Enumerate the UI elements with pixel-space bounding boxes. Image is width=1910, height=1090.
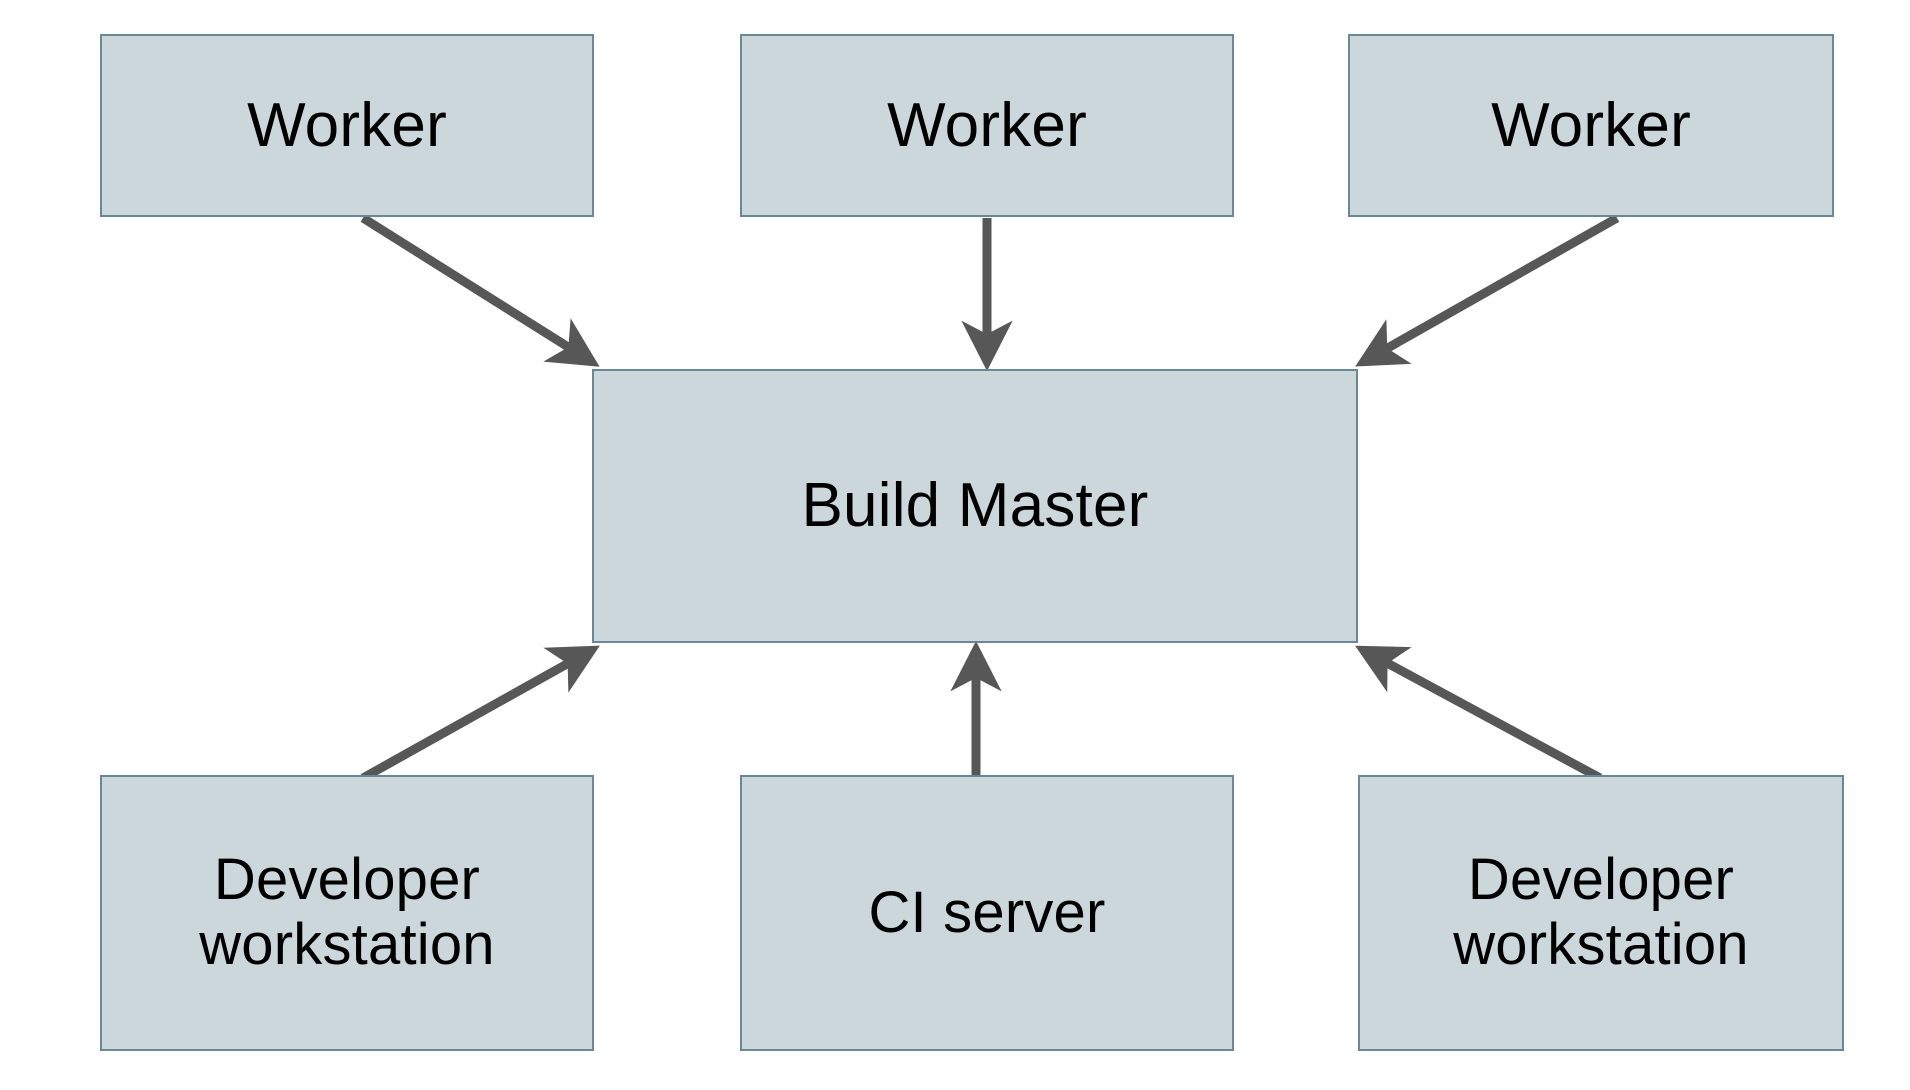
edge-worker-1-to-build-master — [360, 214, 600, 367]
node-developer-workstation-right-label: Developer workstation — [1453, 847, 1749, 977]
edge-dev-left-to-build-master — [360, 645, 600, 782]
node-ci-server[interactable]: CI server — [740, 775, 1234, 1051]
node-worker-1-label: Worker — [247, 90, 447, 160]
node-developer-workstation-left-label: Developer workstation — [199, 847, 495, 977]
node-worker-2[interactable]: Worker — [740, 34, 1234, 217]
node-worker-3-label: Worker — [1491, 90, 1691, 160]
node-worker-1[interactable]: Worker — [100, 34, 594, 217]
node-worker-3[interactable]: Worker — [1348, 34, 1834, 217]
node-worker-2-label: Worker — [887, 90, 1087, 160]
node-developer-workstation-left[interactable]: Developer workstation — [100, 775, 594, 1051]
node-developer-workstation-right[interactable]: Developer workstation — [1358, 775, 1844, 1051]
edge-worker-3-to-build-master — [1355, 214, 1620, 367]
node-build-master-label: Build Master — [801, 471, 1149, 541]
edge-dev-right-to-build-master — [1355, 645, 1603, 782]
node-build-master[interactable]: Build Master — [592, 369, 1358, 643]
node-ci-server-label: CI server — [868, 879, 1106, 945]
